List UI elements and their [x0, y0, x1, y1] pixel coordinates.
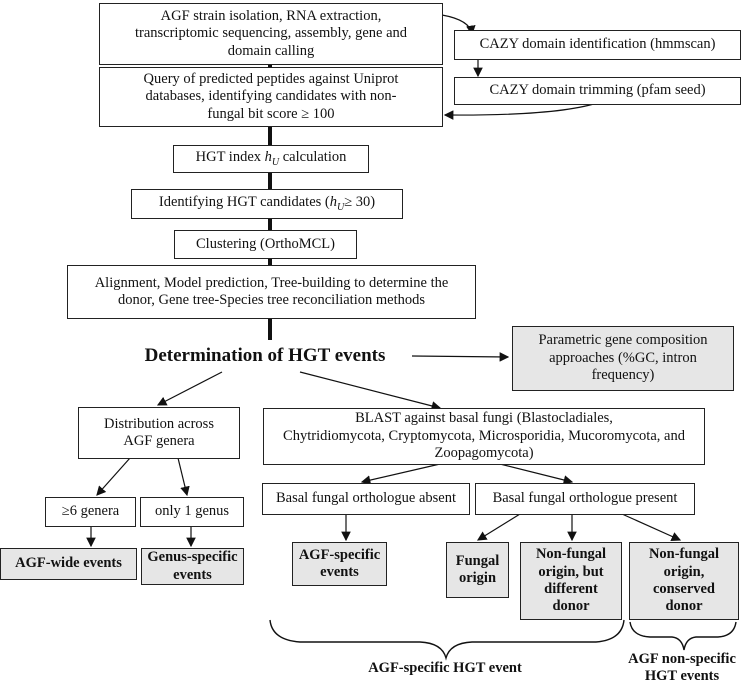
hgt-index-box: HGT index hU calculation [173, 145, 369, 173]
agf-wide-box: AGF-wide events [0, 548, 137, 580]
edge-det-to-distribution [156, 371, 223, 406]
genus-specific-box: Genus-specific events [141, 548, 244, 585]
alignment-box: Alignment, Model prediction, Tree-buildi… [67, 265, 476, 319]
strain-isolation-box: AGF strain isolation, RNA extraction, tr… [99, 3, 443, 65]
query-peptides-text: Query of predicted peptides against Unip… [143, 70, 399, 122]
determination-text: Determination of HGT events [144, 344, 386, 366]
agf-wide-text: AGF-wide events [15, 555, 122, 572]
orthologue-absent-box: Basal fungal orthologue absent [262, 483, 470, 515]
hgt-index-text: HGT index hU calculation [195, 149, 347, 168]
edge-trim-to-query [443, 101, 601, 120]
strain-isolation-text: AGF strain isolation, RNA extraction, tr… [134, 7, 408, 59]
brace-agf-nonspecific [629, 621, 737, 651]
distribution-text: Distribution across AGF genera [104, 415, 214, 449]
nonfungal-different-box: Non-fungal origin, but different donor [520, 542, 622, 620]
orthologue-present-box: Basal fungal orthologue present [475, 483, 695, 515]
agf-specific-hgt-label: AGF-specific HGT event [368, 660, 522, 676]
cazy-trimming-box: CAZY domain trimming (pfam seed) [454, 77, 741, 105]
cazy-trimming-text: CAZY domain trimming (pfam seed) [489, 82, 706, 99]
genus-specific-text: Genus-specific events [147, 549, 238, 583]
clustering-text: Clustering (OrthoMCL) [196, 235, 335, 252]
agf-specific-events-text: AGF-specific events [298, 546, 381, 580]
determination-title: Determination of HGT events [120, 340, 410, 372]
clustering-box: Clustering (OrthoMCL) [174, 230, 357, 259]
orthologue-absent-text: Basal fungal orthologue absent [276, 490, 456, 507]
nonfungal-different-text: Non-fungal origin, but different donor [535, 546, 607, 615]
one-genus-box: only 1 genus [140, 497, 244, 527]
parametric-text: Parametric gene composition approaches (… [538, 332, 708, 384]
agf-specific-events-box: AGF-specific events [292, 542, 387, 586]
query-peptides-box: Query of predicted peptides against Unip… [99, 67, 443, 127]
edge-det-to-blast [299, 371, 442, 411]
cazy-identification-text: CAZY domain identification (hmmscan) [479, 36, 716, 53]
blast-box: BLAST against basal fungi (Blastocladial… [263, 408, 705, 465]
six-genera-box: ≥6 genera [45, 497, 136, 527]
orthologue-present-text: Basal fungal orthologue present [492, 490, 678, 507]
one-genus-text: only 1 genus [154, 503, 230, 520]
edge-det-to-parametric [411, 352, 510, 362]
distribution-box: Distribution across AGF genera [78, 407, 240, 459]
brace-agf-specific [269, 619, 625, 661]
nonfungal-conserved-box: Non-fungal origin, conserved donor [629, 542, 739, 620]
edge-dist-to-six [96, 457, 131, 496]
parametric-box: Parametric gene composition approaches (… [512, 326, 734, 391]
cazy-identification-box: CAZY domain identification (hmmscan) [454, 30, 741, 60]
fungal-origin-box: Fungal origin [446, 542, 509, 598]
edge-blast-to-present [499, 463, 574, 485]
nonfungal-conserved-text: Non-fungal origin, conserved donor [648, 546, 720, 615]
edge-dist-to-one [177, 457, 190, 497]
identify-candidates-box: Identifying HGT candidates (hU≥ 30) [131, 189, 403, 219]
agf-nonspecific-hgt-label: AGF non-specific HGT events [628, 651, 736, 684]
edge-present-to-fungal [476, 513, 521, 541]
edge-blast-to-absent [360, 463, 441, 485]
alignment-text: Alignment, Model prediction, Tree-buildi… [94, 274, 449, 308]
identify-candidates-text: Identifying HGT candidates (hU≥ 30) [158, 194, 376, 213]
fungal-origin-text: Fungal origin [455, 552, 500, 586]
six-genera-text: ≥6 genera [61, 503, 120, 520]
edge-present-to-cons [621, 513, 682, 541]
blast-text: BLAST against basal fungi (Blastocladial… [283, 410, 685, 462]
